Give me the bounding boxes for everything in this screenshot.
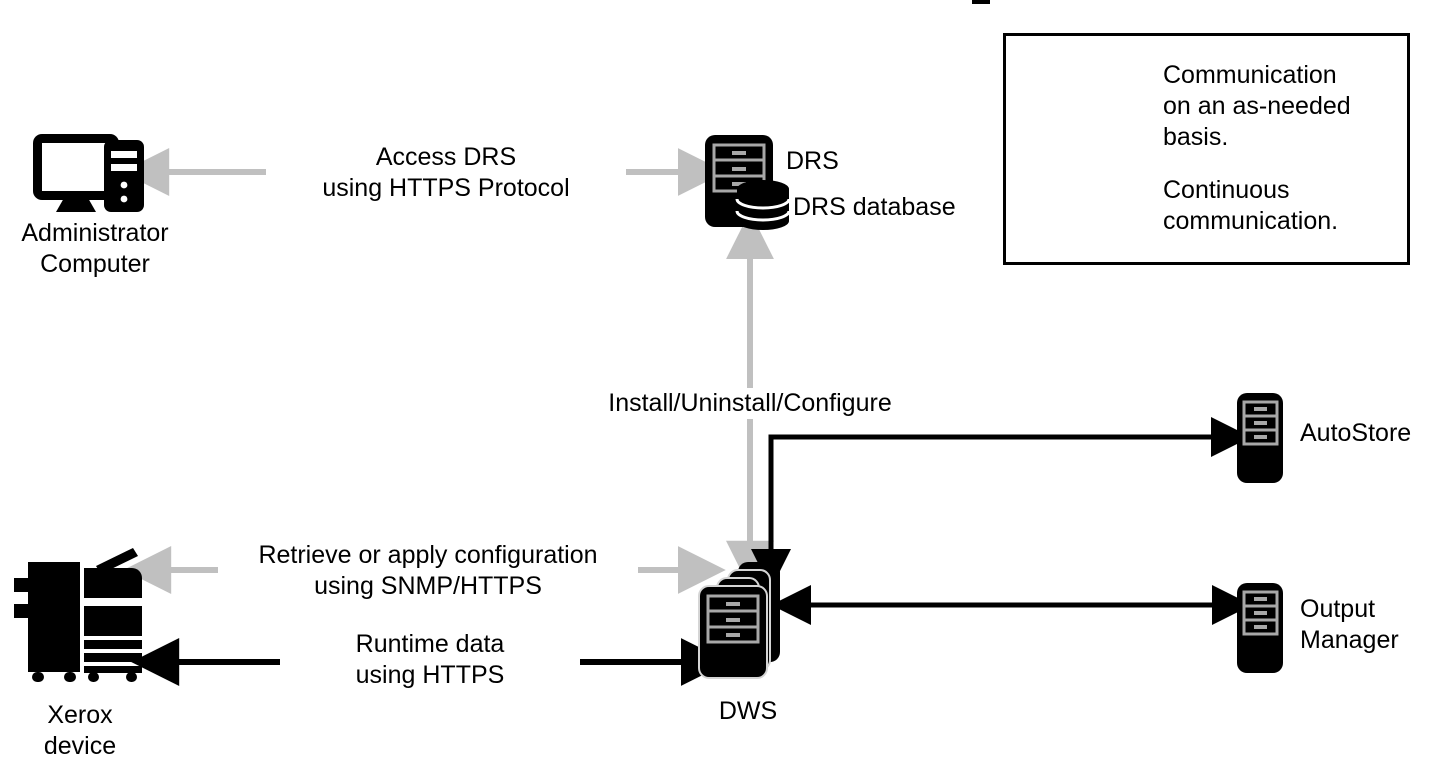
node-label-xerox-line1: Xerox — [47, 701, 113, 729]
node-label-drs: DRS — [786, 147, 839, 175]
legend-box — [1003, 33, 1410, 265]
legend-item-as-needed-line1: Communication — [1163, 61, 1337, 89]
server-icon-output-manager — [1237, 583, 1283, 673]
legend-item-as-needed-line2: on an as-needed — [1163, 92, 1351, 120]
node-label-xerox-line2: device — [43, 732, 117, 760]
node-label-admin-line1: Administrator — [21, 219, 169, 247]
connector-label-xerox-dws-runtime-line2: using HTTPS — [280, 660, 580, 691]
connector-label-xerox-dws-config-line2: using SNMP/HTTPS — [218, 571, 638, 602]
node-label-drs-database: DRS database — [793, 193, 956, 221]
legend-item-continuous-line1: Continuous — [1163, 176, 1290, 204]
multifunction-printer-icon — [14, 548, 142, 682]
node-label-output-manager-line1: Output — [1300, 595, 1376, 623]
legend-item-as-needed-line3: basis. — [1163, 123, 1229, 151]
legend-item-continuous-line2: communication. — [1163, 207, 1339, 235]
server-stack-icon-dws — [698, 562, 780, 679]
database-cylinder-icon — [735, 180, 791, 230]
node-label-autostore: AutoStore — [1300, 419, 1412, 447]
connector-label-dws-drs: Install/Uninstall/Configure — [560, 388, 940, 419]
connector-label-xerox-dws-config-line1: Retrieve or apply configuration — [218, 540, 638, 571]
server-icon-autostore — [1237, 393, 1283, 483]
node-label-output-manager-line2: Manager — [1300, 626, 1399, 654]
node-label-admin-line2: Computer — [40, 250, 150, 278]
desktop-computer-icon — [33, 134, 144, 212]
cropped-caption-mark — [972, 0, 990, 4]
node-label-dws: DWS — [718, 697, 778, 725]
connector-label-admin-drs-line1: Access DRS — [266, 142, 626, 173]
connector-dws-autostore — [751, 417, 1251, 590]
connector-label-xerox-dws-runtime-line1: Runtime data — [280, 629, 580, 660]
connector-label-admin-drs-line2: using HTTPS Protocol — [266, 173, 626, 204]
